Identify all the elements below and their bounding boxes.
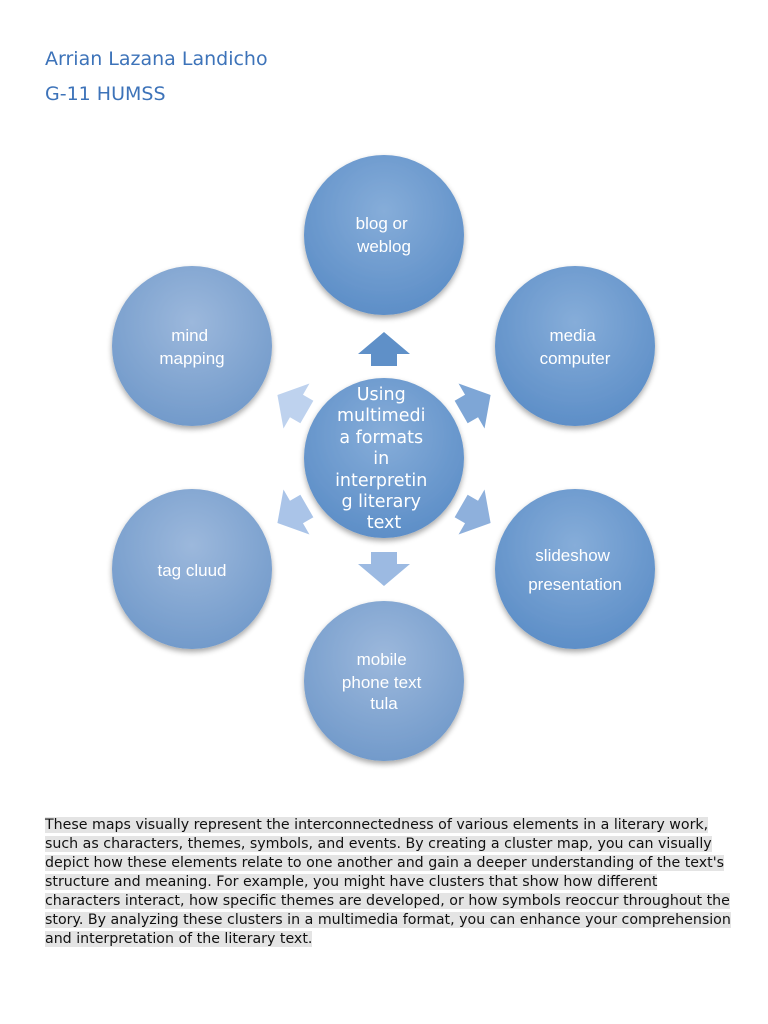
node-media bbox=[495, 266, 655, 426]
arrow-to-media bbox=[448, 383, 491, 429]
arrow-to-slideshow bbox=[454, 483, 491, 535]
arrow-to-mobile bbox=[358, 552, 410, 586]
node-media-label: media computer bbox=[540, 326, 611, 368]
node-center-label: Using multimedi a formats in interpretin… bbox=[335, 385, 433, 533]
node-mobile-label: mobile phone text tula bbox=[342, 650, 426, 713]
body-paragraph: These maps visually represent the interc… bbox=[45, 816, 735, 949]
node-mind bbox=[112, 266, 272, 426]
author-name: Arrian Lazana Landicho bbox=[45, 48, 268, 70]
node-mind-label: mind mapping bbox=[159, 326, 224, 368]
node-slideshow-label: slideshow presentation bbox=[528, 546, 622, 594]
node-tag-label: tag cluud bbox=[158, 561, 227, 580]
node-center bbox=[304, 378, 464, 538]
highlighted-text: These maps visually represent the interc… bbox=[45, 817, 731, 947]
arrow-to-blog bbox=[358, 332, 410, 366]
radial-cluster-diagram: blog or weblog media computer slideshow … bbox=[112, 155, 655, 761]
arrow-to-mind bbox=[277, 383, 314, 435]
node-blog bbox=[304, 155, 464, 315]
node-blog-label: blog or weblog bbox=[356, 214, 413, 256]
arrow-to-tag bbox=[277, 489, 320, 535]
node-slideshow bbox=[495, 489, 655, 649]
node-tag bbox=[112, 489, 272, 649]
class-section: G-11 HUMSS bbox=[45, 83, 166, 105]
node-mobile bbox=[304, 601, 464, 761]
